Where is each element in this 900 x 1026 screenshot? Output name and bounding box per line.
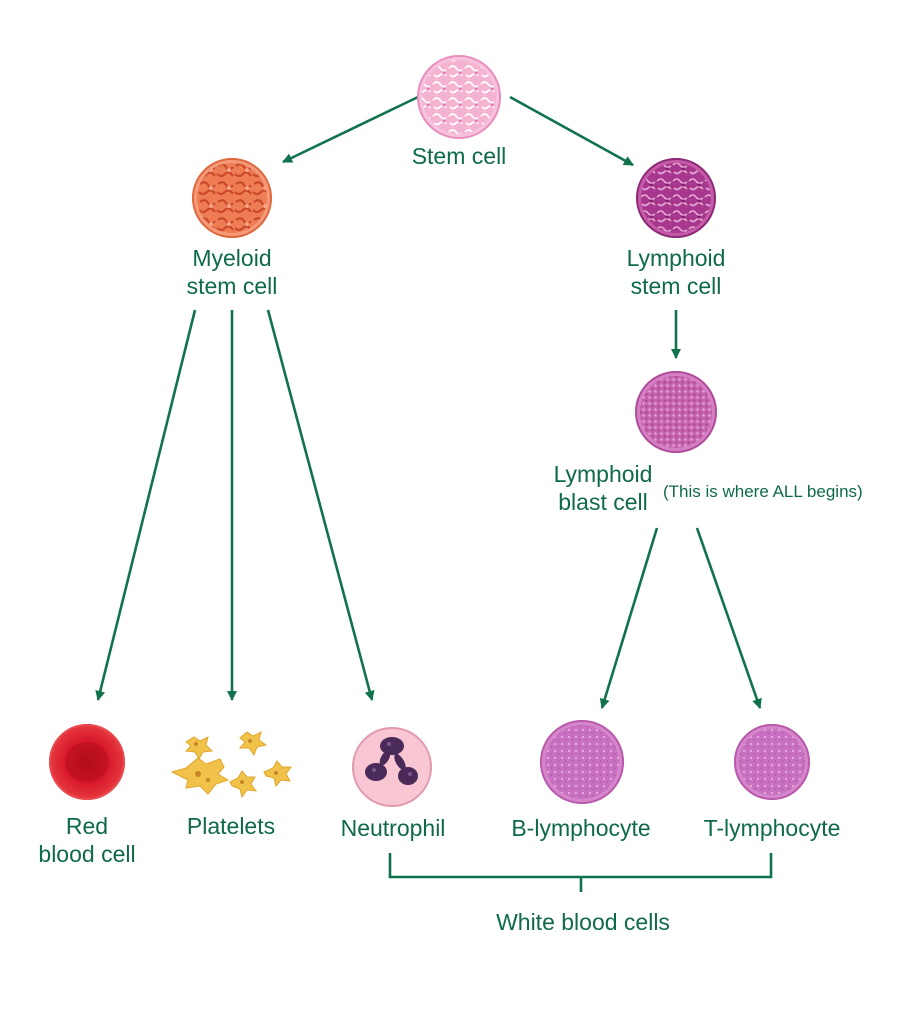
edges: [95, 95, 762, 709]
platelets-icon: [170, 731, 292, 799]
neutrophil-icon: [352, 727, 432, 807]
b-lymphocyte-label: B-lymphocyte: [511, 815, 651, 841]
white-blood-cells-bracket: [388, 853, 773, 892]
edge-stem-to-myeloid: [282, 95, 419, 164]
stem-cell-label: Stem cell: [411, 143, 507, 169]
red-blood-cell-label: Red blood cell: [38, 813, 136, 867]
all-begins-note: (This is where ALL begins): [663, 482, 863, 501]
white-blood-cells-label: White blood cells: [496, 909, 670, 935]
stem-cell-icon: [417, 55, 501, 139]
neutrophil-label: Neutrophil: [340, 815, 446, 841]
edge-blast-to-b-lymphocyte: [599, 527, 659, 709]
lymphoid-blast-cell-label: Lymphoid blast cell: [553, 461, 653, 515]
lymphoid-stem-cell-label: Lymphoid stem cell: [626, 245, 726, 299]
myeloid-stem-cell-icon: [192, 158, 272, 238]
t-lymphocyte-icon: [734, 724, 810, 800]
b-lymphocyte-icon: [540, 720, 624, 804]
edge-blast-to-t-lymphocyte: [695, 527, 762, 709]
lymphoid-stem-cell-icon: [636, 158, 716, 238]
red-blood-cell-icon: [49, 724, 125, 800]
edge-stem-to-lymphoid: [509, 95, 634, 167]
t-lymphocyte-label: T-lymphocyte: [703, 815, 841, 841]
edge-myeloid-to-red-blood-cell: [95, 309, 197, 701]
edge-myeloid-to-neutrophil: [266, 309, 375, 701]
myeloid-stem-cell-label: Myeloid stem cell: [186, 245, 278, 299]
platelets-label: Platelets: [186, 813, 276, 839]
lymphoid-blast-cell-icon: [635, 371, 717, 453]
